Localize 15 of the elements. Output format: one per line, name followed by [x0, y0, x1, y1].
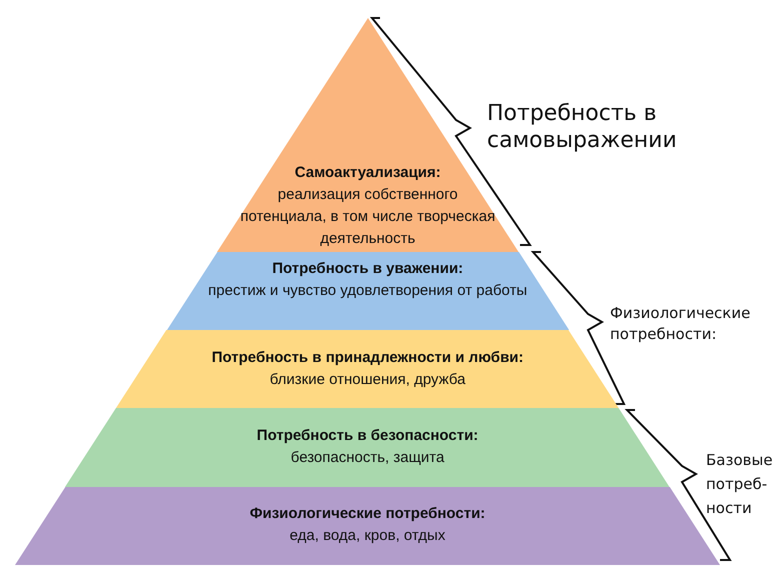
tier-description: еда, вода, кров, отдых	[290, 526, 446, 546]
tier-heading: Физиологические потребности:	[250, 504, 486, 524]
bracket-label: Потребность в самовыражении	[487, 100, 678, 154]
tier-description: реализация собственного потенциала, в том числе творческая деятельность	[239, 185, 496, 249]
tier-heading: Потребность в принадлежности и любви:	[212, 348, 524, 368]
pyramid-tier	[65, 408, 670, 487]
tier-description: близкие отношения, дружба	[270, 370, 466, 390]
tier-description: безопасность, защита	[290, 448, 444, 468]
tier-heading: Потребность в безопасности:	[256, 426, 478, 446]
tier-heading: Потребность в уважении:	[272, 259, 464, 279]
tier-description: престиж и чувство удовлетворения от работы	[208, 281, 528, 301]
bracket-label: Физиологические потребности:	[610, 303, 752, 345]
pyramid-tier	[166, 252, 569, 330]
bracket-label: Базовые потреб- ности	[706, 450, 774, 519]
tier-heading: Самоактуализация:	[294, 163, 441, 183]
